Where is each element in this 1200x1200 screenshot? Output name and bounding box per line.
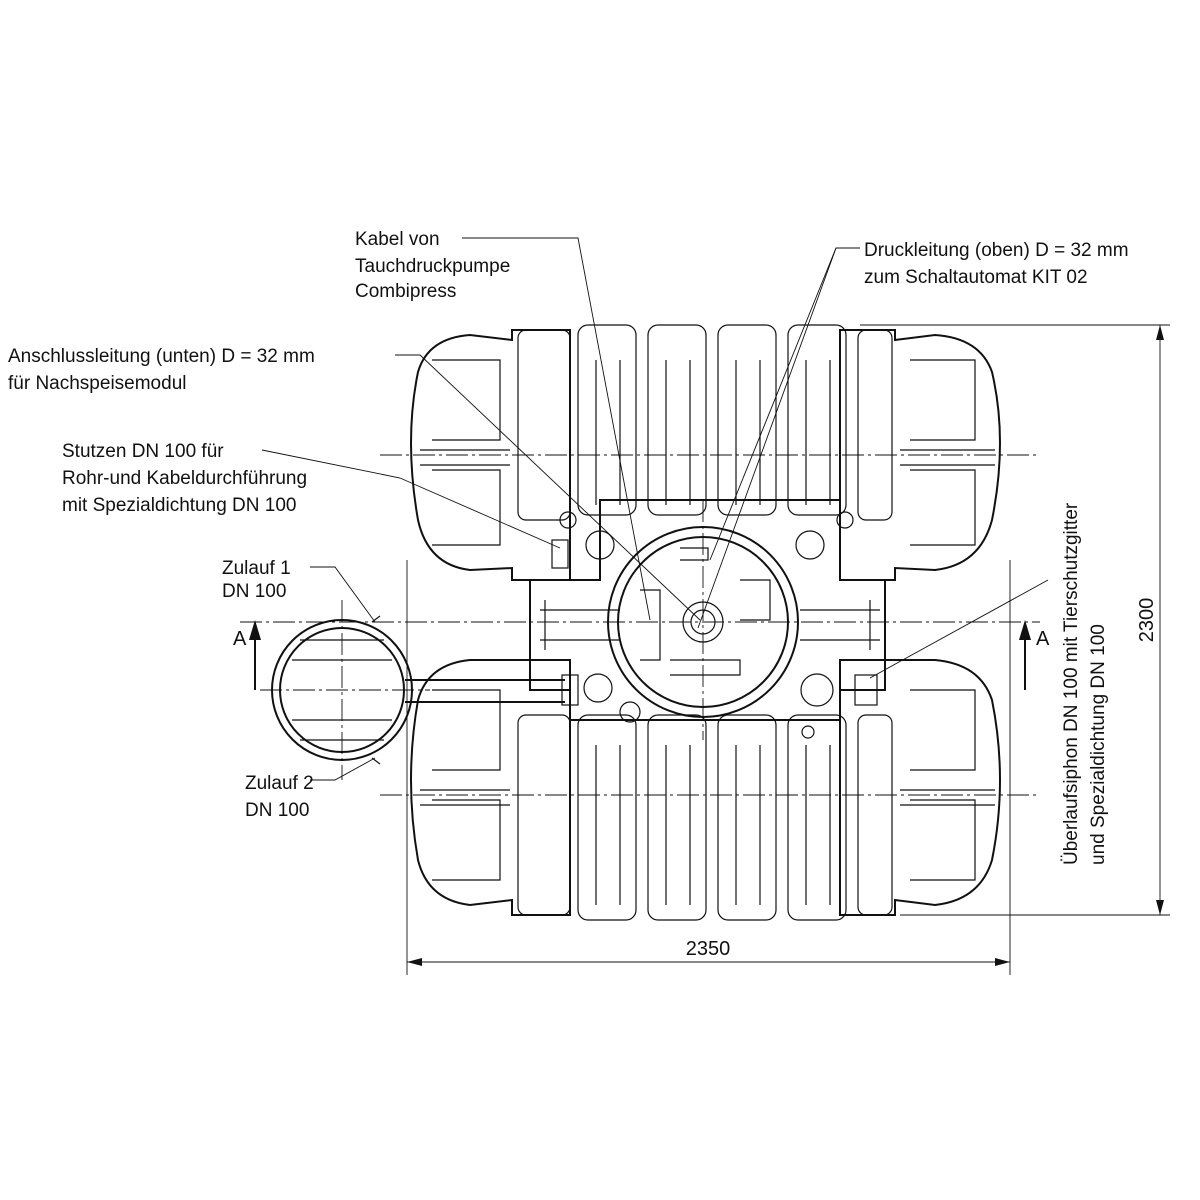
label-ueberlauf: Überlaufsiphon DN 100 mit Tierschutzgitt…: [1061, 498, 1109, 866]
label-anschluss: Anschlussleitung (unten) D = 32 mm für N…: [8, 346, 320, 394]
section-right-label: A: [1036, 628, 1050, 650]
center-lines: [240, 454, 1040, 796]
label-kabel: Kabel von Tauchdruckpumpe Combipress: [355, 229, 516, 302]
label-zulauf-2: Zulauf 2 DN 100: [245, 773, 319, 821]
tank-outline: [410, 324, 1001, 921]
section-left-label: A: [233, 628, 247, 650]
dimension-width: 2350: [406, 560, 1011, 975]
section-marker-left: A: [233, 620, 261, 690]
section-marker-right: A: [1019, 620, 1050, 690]
width-dimension-label: 2350: [686, 938, 731, 960]
leader-lines: [261, 237, 1049, 781]
label-zulauf-1: Zulauf 1 DN 100: [222, 558, 296, 602]
label-stutzen: Stutzen DN 100 für Rohr-und Kabeldurchfü…: [62, 441, 312, 516]
label-druckleitung: Druckleitung (oben) D = 32 mm zum Schalt…: [864, 240, 1134, 288]
height-dimension-label: 2300: [1136, 598, 1158, 643]
dimension-height: 2300: [860, 324, 1170, 916]
